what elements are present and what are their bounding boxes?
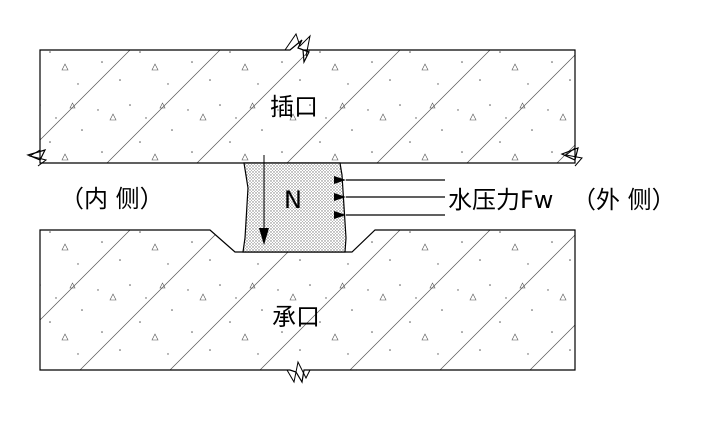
water-pressure-label: 水压力Fw bbox=[448, 186, 553, 214]
right-break-mark bbox=[564, 147, 583, 167]
top-break-mark bbox=[284, 32, 311, 57]
socket-body bbox=[39, 229, 576, 384]
left-break-mark bbox=[28, 149, 48, 167]
vertical-arrowhead bbox=[259, 228, 269, 245]
bottom-break-mark bbox=[286, 360, 311, 384]
socket-label: 承口 bbox=[272, 303, 320, 331]
seal-label: N bbox=[284, 186, 302, 214]
seal-ring bbox=[242, 162, 347, 253]
outer-side-label: （外 侧） bbox=[572, 186, 676, 214]
inner-side-label: （内 侧） bbox=[60, 185, 164, 213]
spigot-label: 插口 bbox=[270, 93, 318, 121]
